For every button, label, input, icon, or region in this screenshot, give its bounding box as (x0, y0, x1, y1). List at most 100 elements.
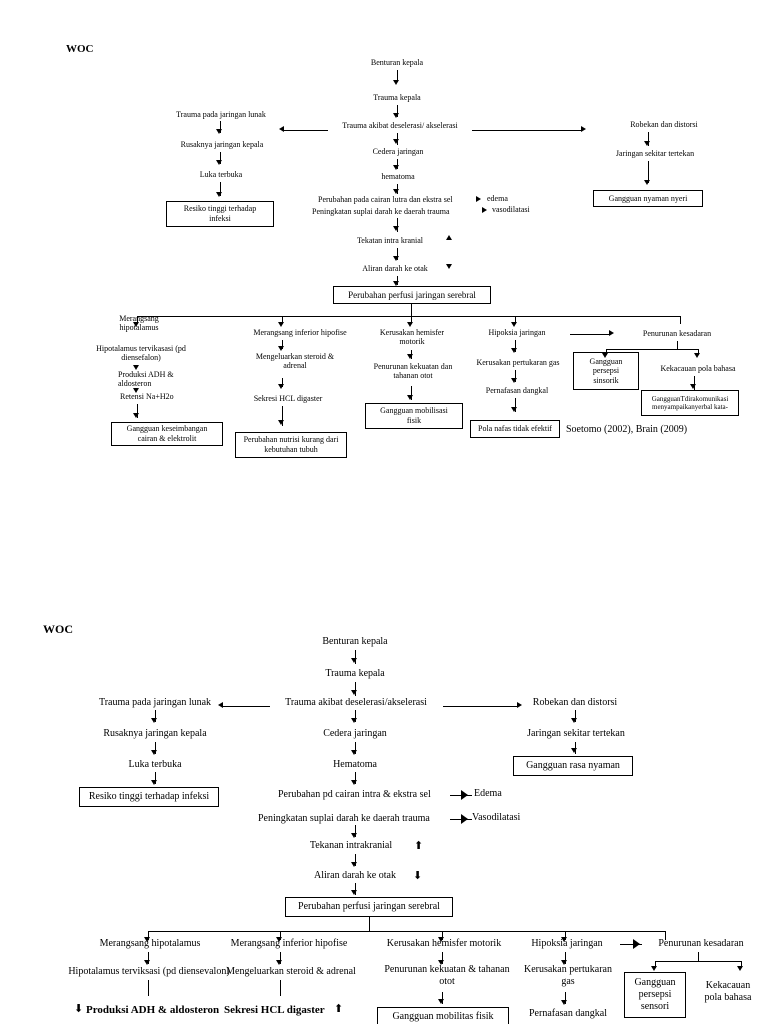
arrow-down-icon (351, 890, 357, 895)
connector (220, 121, 221, 133)
node-retensi-top: Retensi Na+H2o (120, 392, 174, 401)
node-peningkatan-suplai-top: Peningkatan suplai darah ke daerah traum… (312, 207, 450, 216)
arrow-down-icon (351, 862, 357, 867)
connector (148, 952, 149, 964)
connector (655, 961, 741, 962)
node-cedera-jaringan-top: Cedera jaringan (372, 147, 424, 156)
node-rusaknya-jaringan-top: Rusaknya jaringan kepala (180, 140, 264, 149)
connector (442, 931, 443, 940)
node-robekan-distorsi-top: Robekan dan distorsi (630, 120, 698, 129)
box-gangguan-mobilisasi-top: Gangguan mobilisasi fisik (365, 403, 463, 429)
connector (155, 710, 156, 722)
connector (665, 931, 666, 940)
arrow-down-icon (446, 264, 452, 269)
connector (698, 952, 699, 961)
node-trauma-kepala-bottom: Trauma kepala (325, 668, 385, 679)
arrow-down-icon (690, 384, 696, 389)
node-merangsang-hipotalamus-bottom: Merangsang hipotalamus (99, 938, 201, 949)
node-benturan-bottom: Benturan kepala (322, 636, 388, 647)
arrow-down-icon (393, 80, 399, 85)
arrow-down-icon (393, 256, 399, 261)
arrow-down-icon (561, 937, 567, 942)
node-benturan-top: Benturan kepala (370, 58, 424, 67)
node-hipotalamus-terviksasi-bottom: Hipotalamus terviksasi (pd diensevalon) (68, 966, 230, 977)
node-kerusakan-hemisfer-bottom: Kerusakan hemisfer motorik (386, 938, 502, 949)
node-jaringan-tertekan-bottom: Jaringan sekitar tertekan (527, 728, 625, 739)
arrow-down-icon (393, 165, 399, 170)
connector (148, 931, 665, 932)
arrow-down-icon (278, 346, 284, 351)
arrow-down-icon (216, 129, 222, 134)
bottom-title: WOC (43, 622, 73, 636)
node-pernafasan-dangkal-bottom: Pernafasan dangkal (528, 1008, 608, 1019)
node-aliran-darah-top: Aliran darah ke otak (362, 264, 428, 273)
node-kerusakan-pertukaran-top: Kerusakan pertukaran gas (476, 358, 560, 367)
connector (355, 772, 356, 784)
citation-top: Soetomo (2002), Brain (2009) (566, 424, 688, 435)
arrow-down-icon (644, 141, 650, 146)
node-edema-top: edema (487, 194, 508, 203)
arrow-down-glyph-icon: ⬇ (74, 1003, 84, 1015)
arrow-down-icon (151, 718, 157, 723)
box-gangguan-mobilitas-bottom: Gangguan mobilitas fisik (377, 1007, 509, 1024)
arrow-down-icon (351, 833, 357, 838)
connector (515, 370, 516, 382)
box-gangguan-nyaman-bottom: Gangguan rasa nyaman (513, 756, 633, 776)
connector (698, 349, 699, 355)
arrow-down-icon (393, 113, 399, 118)
connector (148, 980, 149, 996)
arrow-right-icon (476, 196, 481, 202)
connector (411, 316, 412, 324)
box-resiko-infeksi-top: Resiko tinggi terhadap infeksi (166, 201, 274, 227)
node-trauma-jaringan-lunak-bottom: Trauma pada jaringan lunak (98, 697, 212, 708)
arrow-down-icon (571, 718, 577, 723)
connector (570, 334, 610, 335)
connector (282, 406, 283, 426)
connector (355, 650, 356, 664)
node-trauma-deselerasi-bottom: Trauma akibat deselerasi/akselerasi (285, 697, 427, 708)
connector (282, 316, 283, 324)
node-produksi-adh-bottom: Produksi ADH & aldosteron (86, 1004, 220, 1016)
arrow-right-icon (609, 330, 614, 336)
node-pernafasan-dangkal-top: Pernafasan dangkal (485, 386, 549, 395)
connector (443, 706, 518, 707)
connector (283, 130, 328, 131)
arrow-down-icon (407, 395, 413, 400)
arrow-right-icon (517, 702, 522, 708)
node-luka-terbuka-top: Luka terbuka (199, 170, 243, 179)
arrow-down-glyph-icon: ⬇ (413, 870, 423, 882)
connector (648, 132, 649, 146)
node-edema-bottom: Edema (474, 788, 502, 799)
arrow-right-icon (461, 790, 468, 800)
node-perubahan-cairan-bottom: Perubahan pd cairan intra & ekstra sel (278, 789, 431, 800)
arrow-down-icon (151, 750, 157, 755)
node-hipotalamus-terviksasi-top: Hipotalamus tervikasasi (pd diensefalon) (96, 344, 186, 363)
arrow-down-icon (151, 780, 157, 785)
connector (411, 304, 412, 316)
connector (220, 182, 221, 196)
connector (355, 854, 356, 866)
node-merangsang-inferior-bottom: Merangsang inferior hipofise (230, 938, 348, 949)
box-perubahan-perfusi-top: Perubahan perfusi jaringan serebral (333, 286, 491, 304)
connector (442, 952, 443, 964)
connector (137, 316, 680, 317)
connector (282, 378, 283, 387)
connector (515, 398, 516, 412)
node-hipoksia-top: Hipoksia jaringan (488, 328, 546, 337)
node-robekan-distorsi-bottom: Robekan dan distorsi (532, 697, 618, 708)
connector (397, 276, 398, 285)
box-perubahan-perfusi-bottom: Perubahan perfusi jaringan serebral (285, 897, 453, 917)
connector (148, 931, 149, 940)
connector (515, 316, 516, 324)
connector (677, 341, 678, 349)
connector (620, 944, 642, 945)
node-mengeluarkan-steroid-top: Mengeluarkan steroid & adrenal (255, 352, 335, 371)
connector (411, 386, 412, 400)
arrow-down-icon (694, 353, 700, 358)
connector (355, 710, 356, 722)
box-gangguan-nyaman-top: Gangguan nyaman nyeri (593, 190, 703, 207)
arrow-up-icon (446, 235, 452, 240)
connector (397, 218, 398, 232)
connector (680, 316, 681, 324)
